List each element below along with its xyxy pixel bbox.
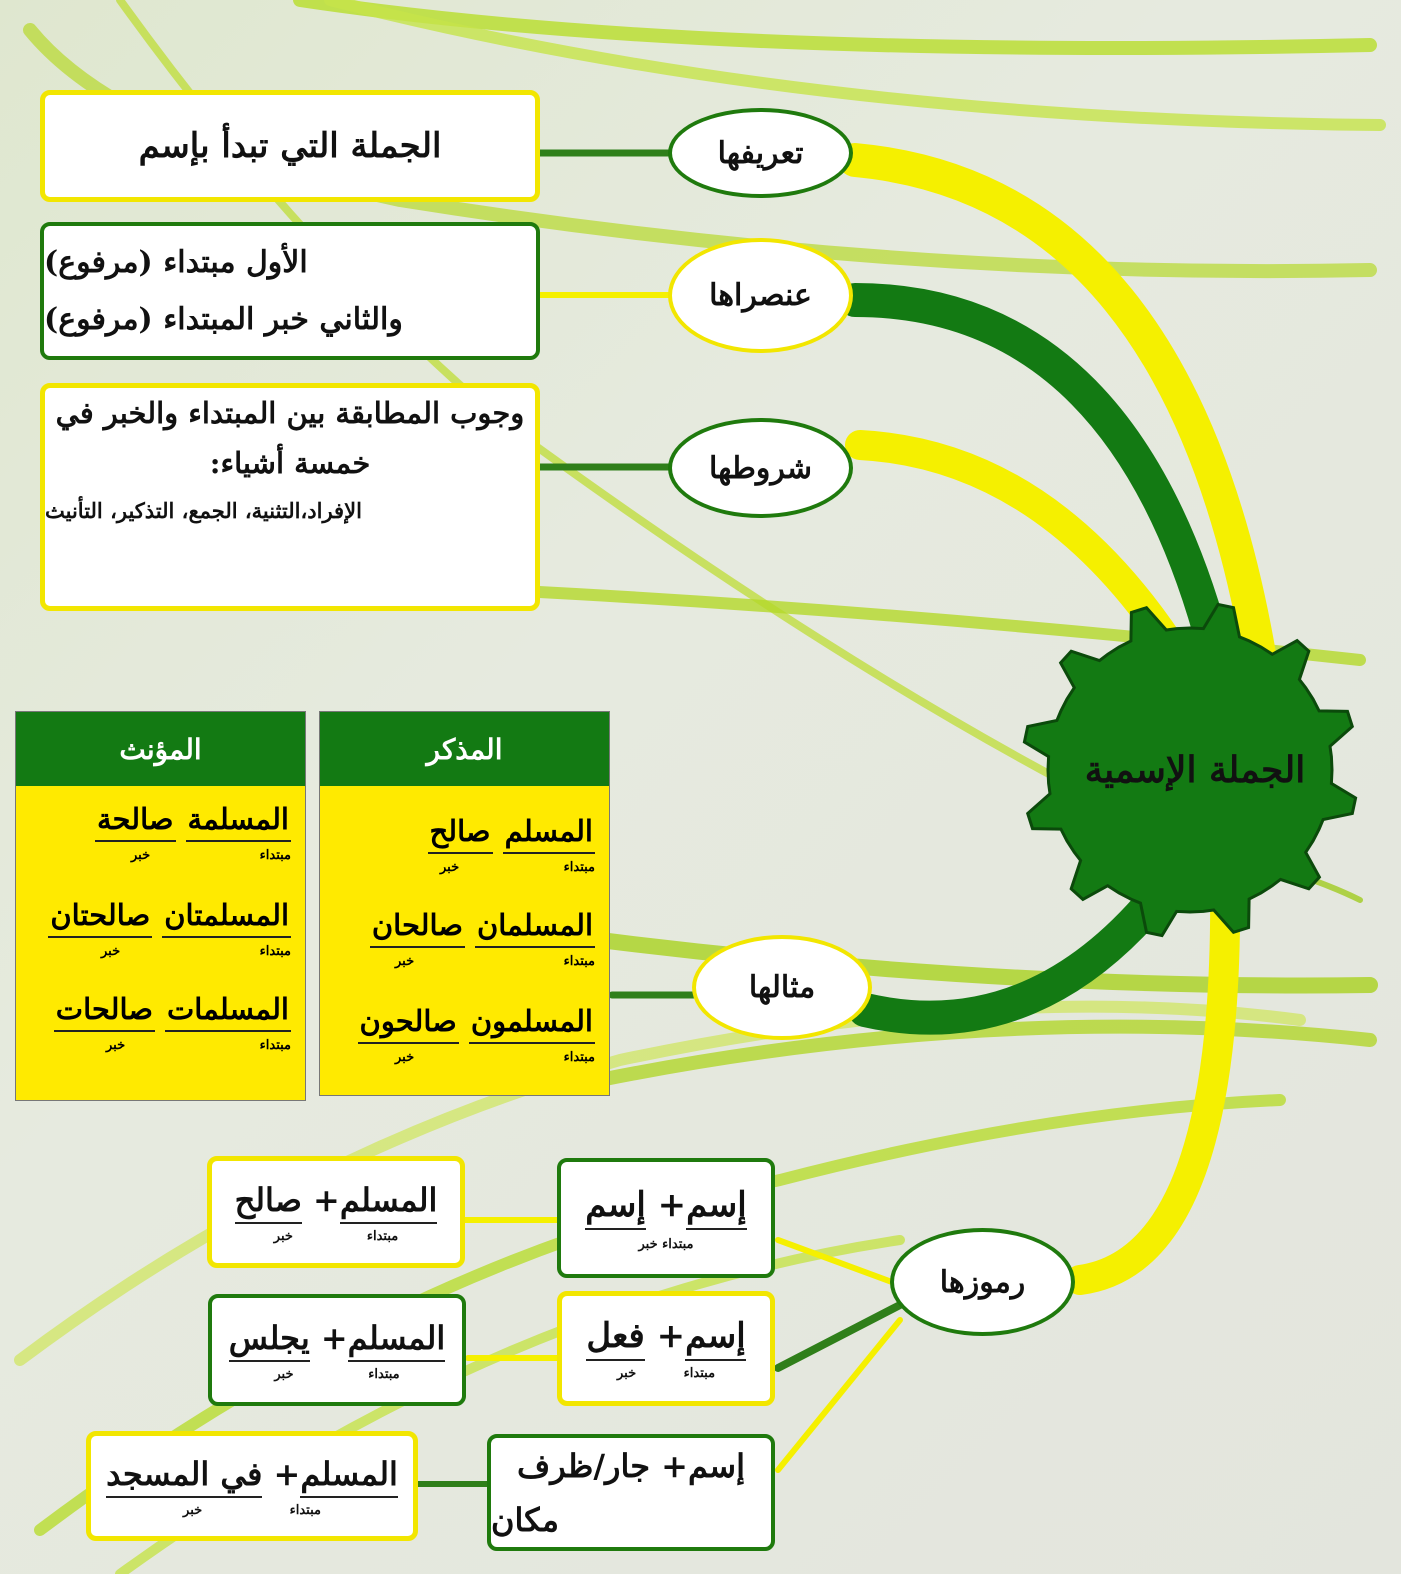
symbol-example-box-2: المسلم+ يجلس مبتداء خبر <box>208 1294 466 1406</box>
khabar-word: صالحة <box>94 802 176 842</box>
branch-symbols-text: رموزها <box>939 1264 1026 1300</box>
symbol-b: فعل <box>586 1316 645 1361</box>
definition-text: الجملة التي تبدأ بإسم <box>138 126 442 166</box>
plus-sign: + <box>656 1316 686 1356</box>
mubtada-word: المسلمات <box>164 992 291 1032</box>
khabar-word: صالحون <box>357 1004 459 1044</box>
khabar-label: خبر <box>101 944 121 959</box>
symbol-b: إسم <box>585 1184 646 1230</box>
elements-line-1: الأول مبتداء (مرفوع) <box>44 245 308 280</box>
branch-definition-text: تعريفها <box>717 135 804 171</box>
conditions-line-3: الإفراد،التثنية، الجمع، التذكير، التأنيث <box>45 498 362 523</box>
symbol-a: إسم <box>687 1446 745 1485</box>
symbol-lb: خبر <box>616 1366 637 1381</box>
khabar-label: خبر <box>395 1050 415 1065</box>
masculine-header: المذكر <box>320 712 609 786</box>
branch-examples-label: مثالها <box>692 935 872 1040</box>
example-mubtada-label: مبتداء <box>368 1366 400 1382</box>
mubtada-label: مبتداء <box>563 860 595 875</box>
example-khabar-label: خبر <box>183 1502 203 1518</box>
symbol-sub: مبتداء خبر <box>638 1236 694 1252</box>
symbol-la: مبتداء <box>683 1366 716 1381</box>
plus-sign: + <box>320 1318 348 1357</box>
mubtada-word: المسلم <box>502 814 595 854</box>
khabar-label: خبر <box>440 860 460 875</box>
feminine-header: المؤنث <box>16 712 305 786</box>
conditions-line-2: خمسة أشياء: <box>209 446 371 480</box>
example-khabar: في المسجد <box>106 1454 263 1498</box>
mubtada-label: مبتداء <box>563 954 595 969</box>
mubtada-word: المسلمة <box>185 802 291 842</box>
khabar-word: صالحتان <box>48 898 153 938</box>
branch-definition-label: تعريفها <box>668 108 853 198</box>
khabar-word: صالحان <box>369 908 465 948</box>
example-mubtada: المسلم <box>339 1180 438 1224</box>
example-khabar: يجلس <box>228 1318 310 1362</box>
symbol-a: إسم <box>686 1184 747 1230</box>
mubtada-word: المسلمتان <box>162 898 291 938</box>
plus-sign: + <box>657 1184 687 1225</box>
example-mubtada: المسلم <box>300 1454 398 1498</box>
branch-elements-text: عنصراها <box>709 278 812 313</box>
conditions-line-1: وجوب المطابقة بين المبتداء والخبر في <box>55 396 525 430</box>
symbol-example-box-1: المسلم+ صالح مبتداء خبر <box>207 1156 465 1268</box>
symbol-a: إسم <box>685 1316 746 1361</box>
example-mubtada-label: مبتداء <box>366 1228 399 1244</box>
plus-sign: + <box>313 1180 340 1219</box>
symbol-box-3: إسم+ جار/ظرف مكان <box>487 1434 775 1551</box>
mubtada-label: مبتداء <box>259 944 291 959</box>
branch-conditions-text: شروطها <box>708 450 813 486</box>
elements-box: الأول مبتداء (مرفوع) والثاني خبر المبتدا… <box>40 222 540 360</box>
mubtada-word: المسلمون <box>468 1004 595 1044</box>
example-khabar-label: خبر <box>273 1228 293 1244</box>
example-mubtada: المسلم <box>347 1318 446 1362</box>
symbol-b2: مكان <box>491 1500 560 1539</box>
branch-elements-label: عنصراها <box>668 238 853 353</box>
mubtada-label: مبتداء <box>259 848 291 863</box>
mubtada-word: المسلمان <box>474 908 595 948</box>
mubtada-label: مبتداء <box>563 1050 595 1065</box>
plus-sign: + <box>273 1454 301 1493</box>
branch-conditions-label: شروطها <box>668 418 853 518</box>
center-gear-shape <box>1022 602 1358 938</box>
center-title: الجملة الإسمية <box>1084 749 1306 791</box>
elements-line-2: والثاني خبر المبتداء (مرفوع) <box>44 302 403 337</box>
symbol-example-box-3: المسلم+ في المسجد مبتداء خبر <box>86 1431 418 1541</box>
example-mubtada-label: مبتداء <box>289 1502 321 1518</box>
definition-box: الجملة التي تبدأ بإسم <box>40 90 540 202</box>
plus-sign: + <box>661 1446 688 1485</box>
mubtada-label: مبتداء <box>259 1038 291 1053</box>
branch-symbols-label: رموزها <box>890 1228 1075 1336</box>
example-khabar-label: خبر <box>274 1366 294 1382</box>
khabar-label: خبر <box>131 848 151 863</box>
khabar-label: خبر <box>106 1038 126 1053</box>
symbol-box-1: إسم+ إسم مبتداء خبر <box>557 1158 775 1278</box>
conditions-box: وجوب المطابقة بين المبتداء والخبر في خمس… <box>40 383 540 611</box>
khabar-word: صالح <box>427 814 493 854</box>
khabar-word: صالحات <box>53 992 155 1032</box>
example-khabar: صالح <box>234 1180 302 1224</box>
khabar-label: خبر <box>395 954 415 969</box>
symbol-box-2: إسم+ فعل مبتداء خبر <box>557 1291 775 1406</box>
branch-examples-text: مثالها <box>748 970 816 1005</box>
symbol-b: جار/ظرف <box>517 1446 651 1485</box>
